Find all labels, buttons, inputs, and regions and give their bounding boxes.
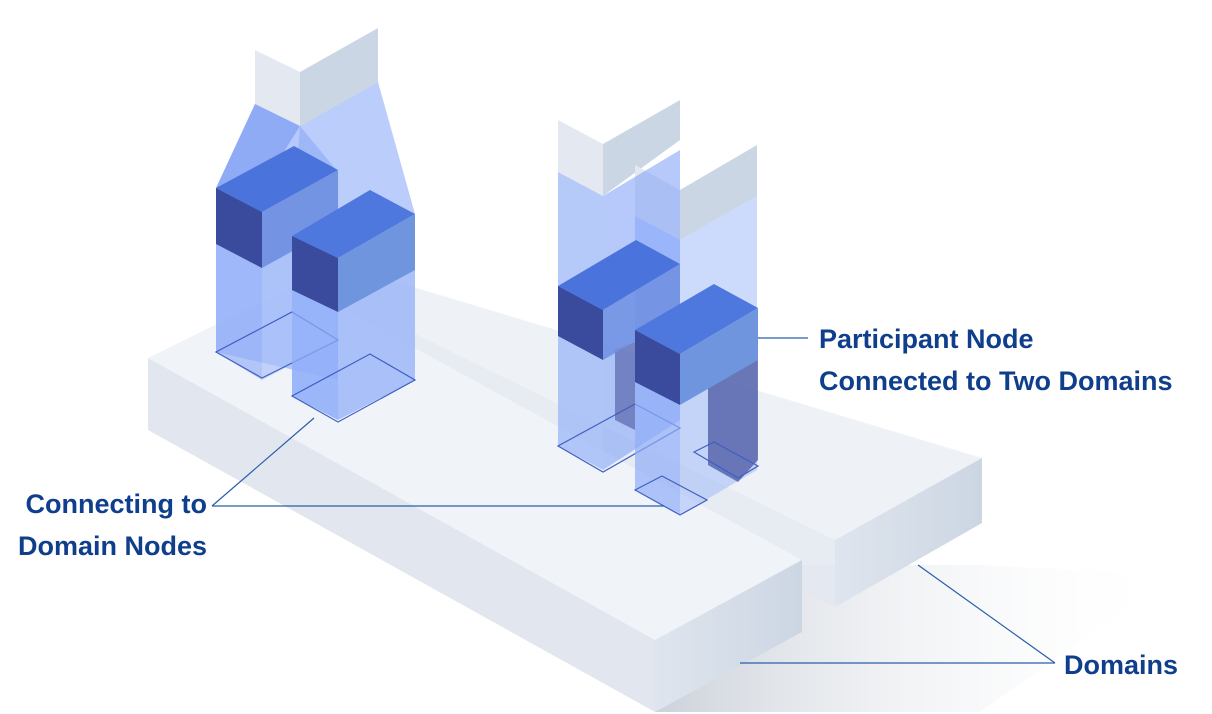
participant-node-label-line1: Participant Node [819,324,1034,354]
left-node-group [214,28,417,423]
participant-node-label-line2: Connected to Two Domains [819,366,1173,396]
domains-label: Domains [1064,644,1178,686]
connecting-label-line2: Domain Nodes [17,531,207,561]
participant-node-label: Participant Node Connected to Two Domain… [819,318,1173,402]
domains-label-text: Domains [1064,650,1179,680]
right-node-group [556,100,760,516]
leader-lines [211,337,1056,664]
domains-leader-line-b [917,564,1056,664]
connecting-leader-line-a [211,417,315,507]
connecting-label: Connecting to Domain Nodes [0,483,207,567]
connecting-label-line1: Connecting to [25,489,207,519]
